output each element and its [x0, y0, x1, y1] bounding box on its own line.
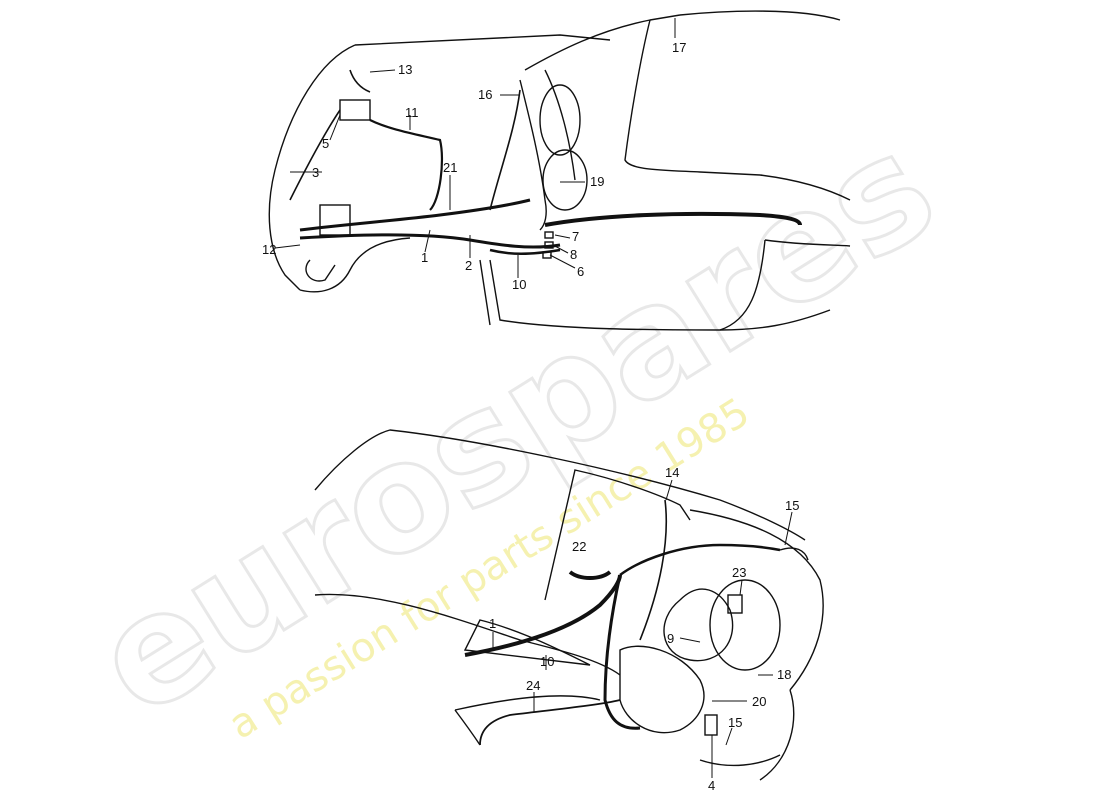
- harness-rear-down: [603, 574, 641, 730]
- callout-12: 12: [262, 242, 276, 257]
- callout-3: 3: [312, 165, 319, 180]
- callout-4: 4: [708, 778, 715, 793]
- leader-5: [329, 114, 341, 141]
- relay-7: [544, 231, 554, 239]
- callout-14: 14: [665, 465, 679, 480]
- side-window: [463, 619, 591, 666]
- quarter-panel-line: [314, 593, 621, 676]
- harness-3: [289, 109, 341, 201]
- callout-22: 22: [572, 539, 586, 554]
- callout-10-top: 10: [512, 277, 526, 292]
- callout-10-bottom: 10: [540, 654, 554, 669]
- leader-12: [274, 244, 301, 249]
- callout-1-bottom: 1: [489, 616, 496, 631]
- sill-harness: [544, 211, 802, 227]
- leader-15-top: [784, 511, 793, 546]
- instrument-cluster: [539, 84, 581, 156]
- component-22: [568, 570, 612, 580]
- leader-15-bottom: [725, 727, 733, 746]
- harness-16: [489, 89, 521, 211]
- taillight-wiring-upper: [779, 547, 809, 561]
- hood-opening-outline: [268, 44, 356, 291]
- harness-11: [369, 119, 444, 211]
- engine-fan-housing: [709, 579, 781, 671]
- dash-right-edge: [544, 69, 576, 181]
- leader-6: [549, 254, 576, 269]
- rear-arch-top: [454, 695, 601, 711]
- leader-23: [739, 579, 743, 596]
- callout-23: 23: [732, 565, 746, 580]
- a-pillar: [624, 19, 761, 176]
- component-5: [339, 99, 371, 121]
- engine-lid-opening: [689, 509, 824, 691]
- harness-24: [479, 699, 621, 746]
- hood-top-edge: [354, 34, 611, 46]
- component-23: [727, 594, 743, 614]
- rocker-line: [719, 309, 831, 331]
- callout-20: 20: [752, 694, 766, 709]
- callout-9: 9: [667, 631, 674, 646]
- callout-13: 13: [398, 62, 412, 77]
- callout-16: 16: [478, 87, 492, 102]
- beltline: [759, 174, 851, 201]
- engine-lower: [619, 645, 705, 734]
- callout-17: 17: [672, 40, 686, 55]
- switch-cluster: [542, 149, 588, 211]
- callout-24: 24: [526, 678, 540, 693]
- callout-19: 19: [590, 174, 604, 189]
- rear-bumper-edge: [759, 689, 795, 781]
- leader-1: [424, 229, 431, 253]
- callout-7: 7: [572, 229, 579, 244]
- callout-1-top: 1: [421, 250, 428, 265]
- watermark-brand: eurospares: [67, 100, 964, 750]
- leader-13: [369, 69, 396, 73]
- component-4: [704, 714, 718, 736]
- top-leaders: [274, 18, 676, 278]
- front-body-view: [268, 10, 851, 331]
- windshield-lower: [524, 14, 681, 71]
- main-harness-lower: [299, 233, 561, 249]
- callout-5: 5: [322, 136, 329, 151]
- leader-14: [665, 479, 673, 501]
- taillight-wiring-lower: [699, 754, 781, 767]
- door-outline: [489, 239, 766, 331]
- sill-line: [764, 239, 851, 247]
- horn: [305, 259, 336, 282]
- rear-arch-front: [454, 709, 481, 746]
- bottom-callouts: 14 15 22 23 9 1 10 24 18 20 15 4: [489, 465, 799, 793]
- roof-line: [679, 10, 841, 21]
- callout-15-top: 15: [785, 498, 799, 513]
- front-fender-edge: [299, 237, 411, 293]
- harness-14: [639, 499, 668, 641]
- bottom-leaders: [492, 479, 793, 778]
- watermark: eurospares a passion for parts since 198…: [65, 99, 965, 752]
- callout-2: 2: [465, 258, 472, 273]
- rear-window: [544, 469, 691, 601]
- leader-8: [552, 244, 569, 254]
- main-harness-front: [299, 198, 531, 232]
- callout-6: 6: [577, 264, 584, 279]
- harness-15-top: [619, 543, 781, 577]
- door-front-edge: [479, 259, 491, 326]
- leader-7: [554, 234, 571, 239]
- roof-outline: [314, 429, 806, 541]
- callout-11: 11: [405, 105, 419, 120]
- callout-8: 8: [570, 247, 577, 262]
- callout-21: 21: [443, 160, 457, 175]
- rear-body-view: [314, 429, 824, 781]
- harness-13: [349, 69, 371, 93]
- top-callouts: 13 16 17 5 11 3 21 19 12 1 2 7 8 6 10: [262, 40, 686, 292]
- harness-10: [489, 248, 561, 255]
- leader-9: [679, 637, 701, 643]
- callout-15-bottom: 15: [728, 715, 742, 730]
- fuse-box: [319, 204, 351, 236]
- callout-18: 18: [777, 667, 791, 682]
- engine-block: [663, 588, 734, 662]
